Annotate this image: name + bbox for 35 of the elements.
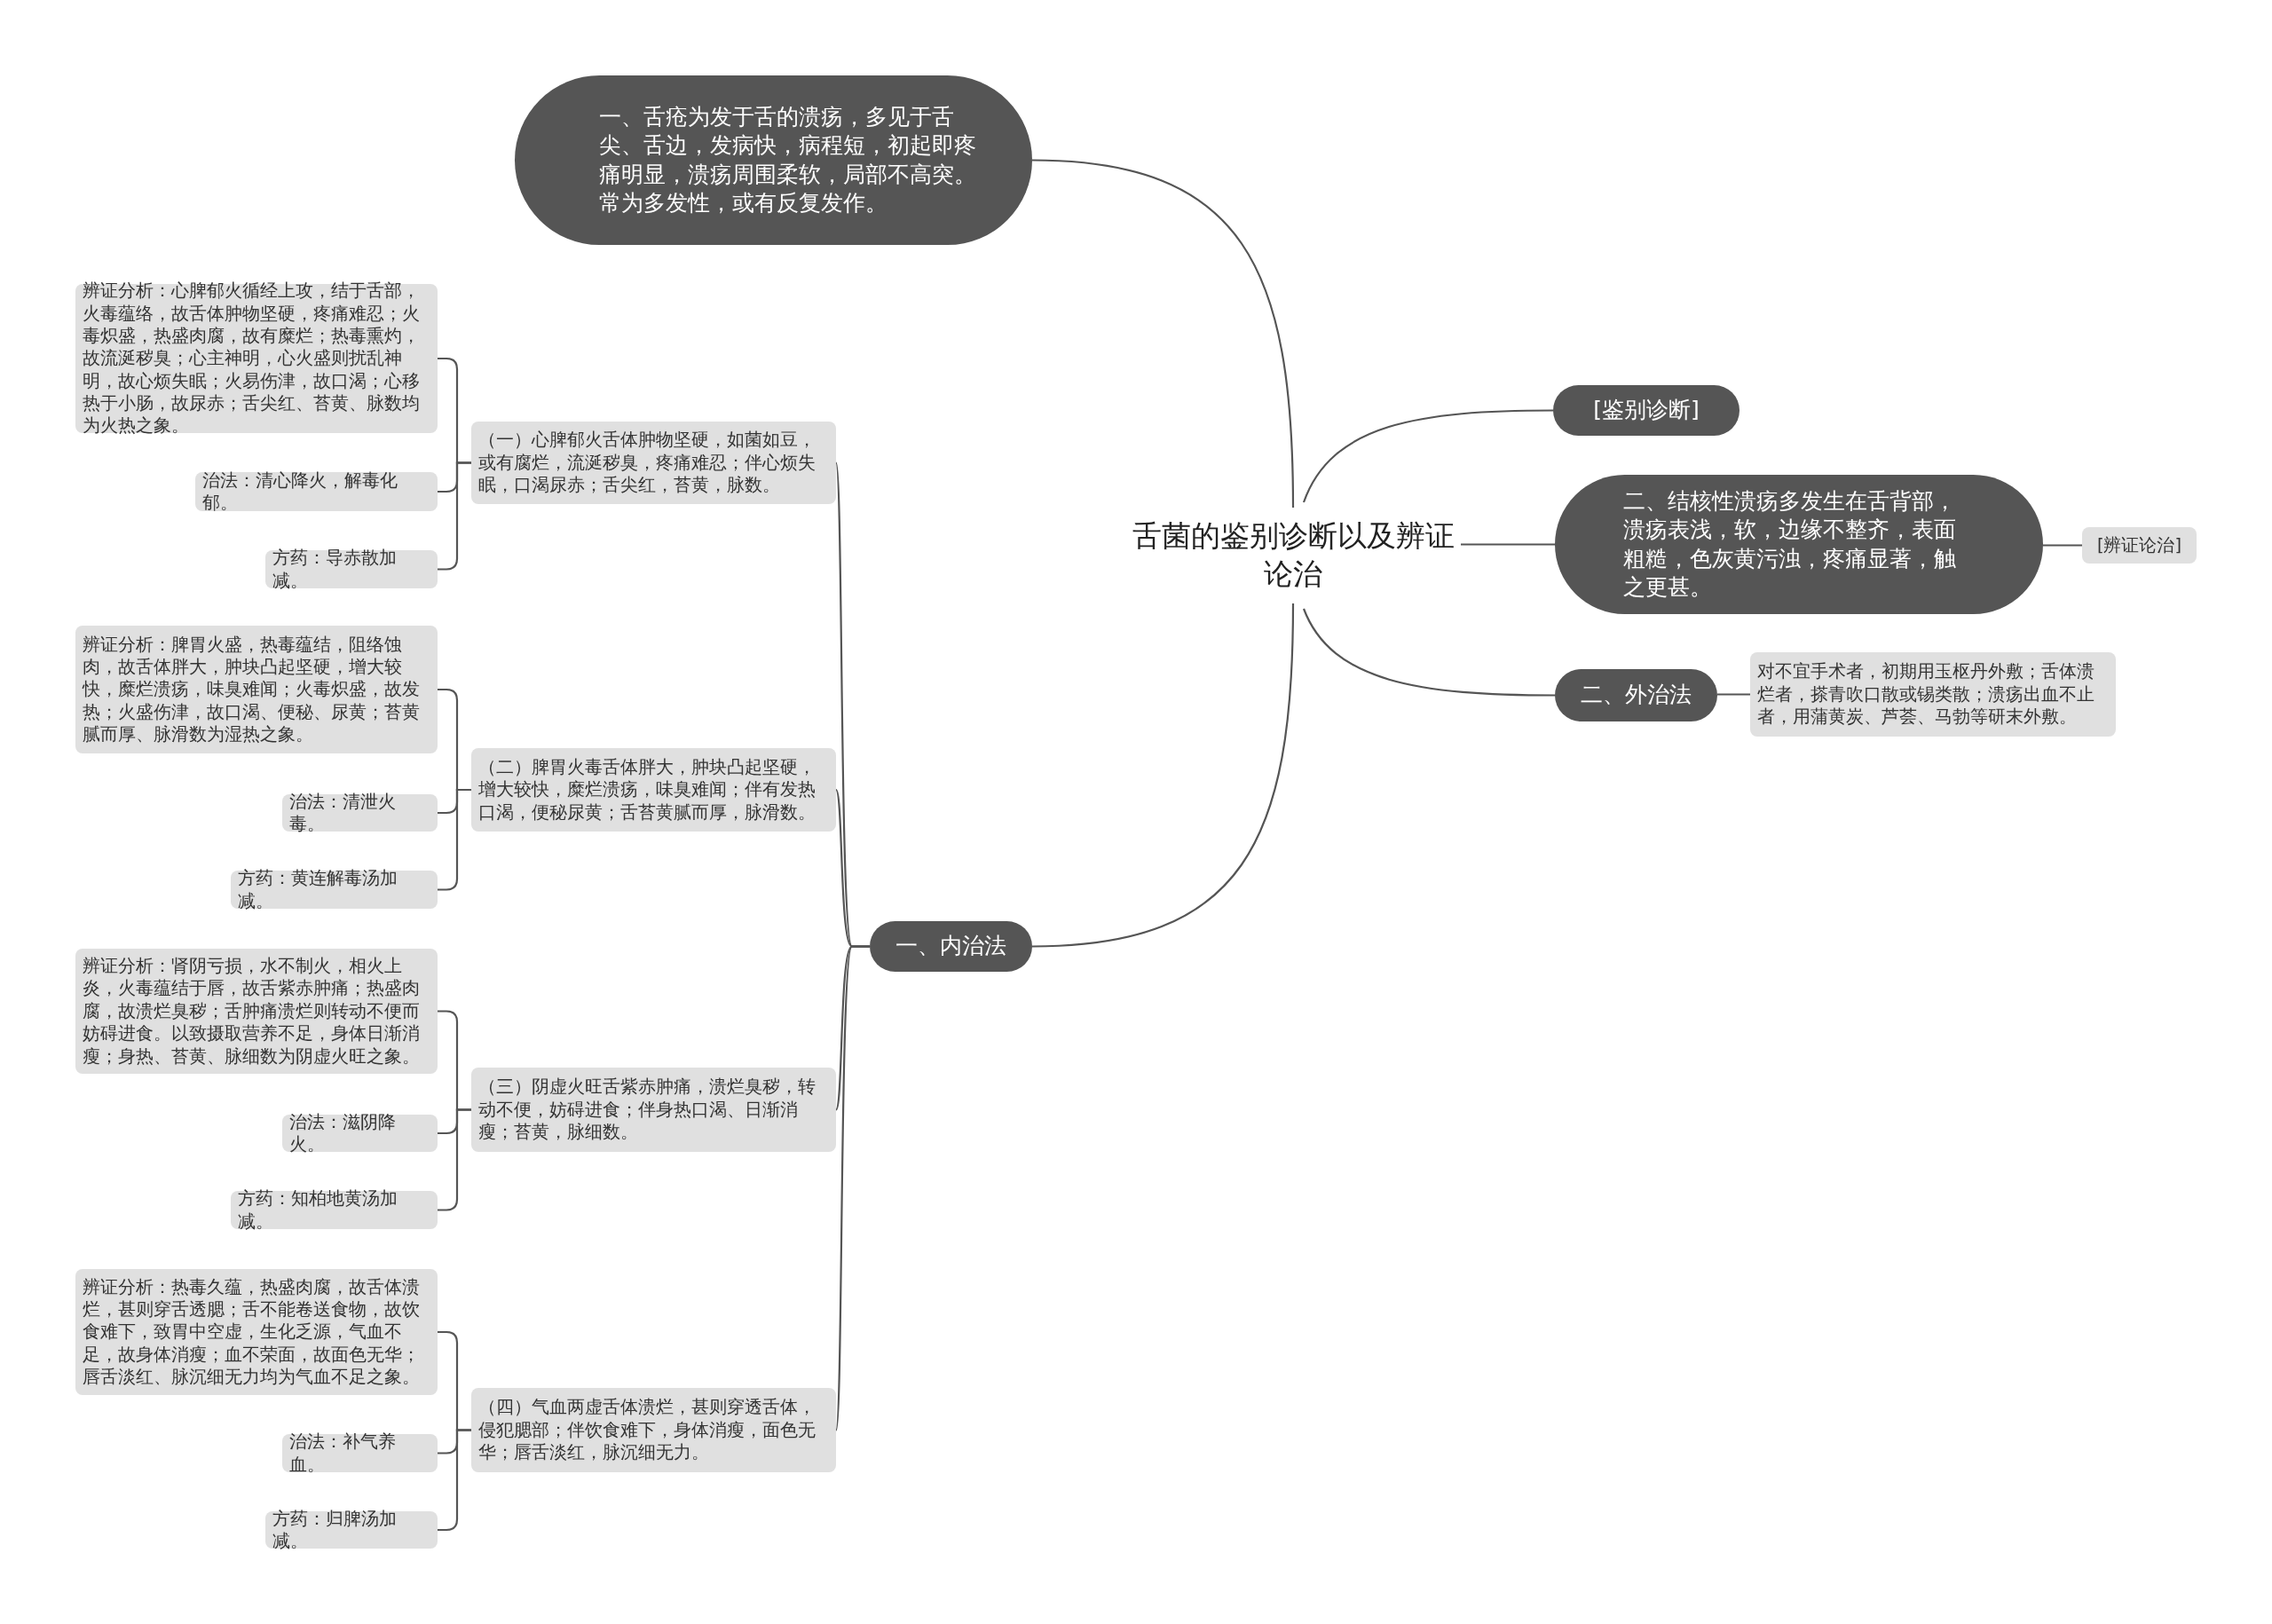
connector-line — [2043, 544, 2082, 547]
note-box: 辨证分析：肾阴亏损，水不制火，相火上炎，火毒蕴结于唇，故舌紫赤肿痛；热盛肉腐，故溃烂臭秽；舌肿痛溃烂则转动不便而妨碍进食。以致摄取营养不足，身体日渐消瘦；身热、苔黄、脉细数为阴虚火旺之象。 — [75, 949, 438, 1074]
connector-line — [438, 461, 471, 571]
topic-bubble: 一、内治法 — [870, 921, 1032, 972]
connector-line — [1303, 409, 1553, 503]
connector-line — [1303, 608, 1555, 697]
note-box: 治法：清泄火毒。 — [282, 794, 438, 832]
topic-bubble: 一、舌疮为发于舌的溃疡，多见于舌尖、舌边，发病快，病程短，初起即疼痛明显，溃疡周围柔软，局部不高突。常为多发性，或有反复发作。 — [515, 75, 1032, 245]
note-box: 对不宜手术者，初期用玉枢丹外敷；舌体溃烂者，搽青吹口散或锡类散；溃疡出血不止者，用蒲黄炭、芦荟、马勃等研末外敷。 — [1750, 652, 2116, 737]
connector-line — [1031, 603, 1295, 948]
note-box: （一）心脾郁火舌体肿物坚硬，如菌如豆，或有腐烂，流涎秽臭，疼痛难忍；伴心烦失眠，口渴尿赤；舌尖红，苔黄，脉数。 — [471, 422, 836, 504]
note-box: 辨证分析：脾胃火盛，热毒蕴结，阻络蚀肉，故舌体胖大，肿块凸起坚硬，增大较快，糜烂溃疡，味臭难闻；火毒炽盛，故发热；火盛伤津，故口渴、便秘、尿黄；苔黄腻而厚、脉滑数为湿热之象。 — [75, 626, 438, 753]
connector-line — [438, 788, 471, 891]
connector-line — [438, 1429, 471, 1532]
note-box: 治法：滋阴降火。 — [282, 1115, 438, 1152]
note-box: [辨证论治] — [2082, 527, 2197, 564]
connector-line — [834, 945, 870, 1431]
connector-line — [1717, 693, 1750, 696]
topic-bubble: [鉴别诊断] — [1553, 385, 1740, 436]
topic-bubble: 二、结核性溃疡多发生在舌背部，溃疡表浅，软，边缘不整齐，表面粗糙，色灰黄污浊，疼痛显著，触之更甚。 — [1555, 475, 2043, 614]
note-box: 方药：归脾汤加减。 — [265, 1511, 438, 1549]
note-box: 治法：补气养血。 — [282, 1434, 438, 1472]
topic-bubble: 二、外治法 — [1555, 669, 1717, 721]
note-box: 方药：导赤散加减。 — [265, 550, 438, 588]
note-box: 方药：黄连解毒汤加减。 — [231, 871, 438, 909]
connector-line — [438, 1108, 471, 1211]
note-box: 治法：清心降火，解毒化郁。 — [195, 472, 438, 511]
connector-line — [1461, 543, 1555, 546]
note-box: （二）脾胃火毒舌体胖大，肿块凸起坚硬，增大较快，糜烂溃疡，味臭难闻；伴有发热口渴，便秘尿黄；舌苔黄腻而厚，脉滑数。 — [471, 748, 836, 832]
note-box: 辨证分析：热毒久蕴，热盛肉腐，故舌体溃烂，甚则穿舌透腮；舌不能卷送食物，故饮食难下，致胃中空虚，生化乏源，气血不足，故身体消瘦；血不荣面，故面色无华；唇舌淡红、脉沉细无力均为气血不足之象。 — [75, 1269, 438, 1395]
connector-line — [1031, 159, 1295, 508]
note-box: （四）气血两虚舌体溃烂，甚则穿透舌体，侵犯腮部；伴饮食难下，身体消瘦，面色无华；唇舌淡红，脉沉细无力。 — [471, 1388, 836, 1472]
note-box: （三）阴虚火旺舌紫赤肿痛，溃烂臭秽，转动不便，妨碍进食；伴身热口渴、日渐消瘦；苔黄，脉细数。 — [471, 1068, 836, 1152]
note-box: 方药：知柏地黄汤加减。 — [231, 1191, 438, 1229]
central-topic: 舌菌的鉴别诊断以及辨证论治 — [1125, 508, 1461, 603]
